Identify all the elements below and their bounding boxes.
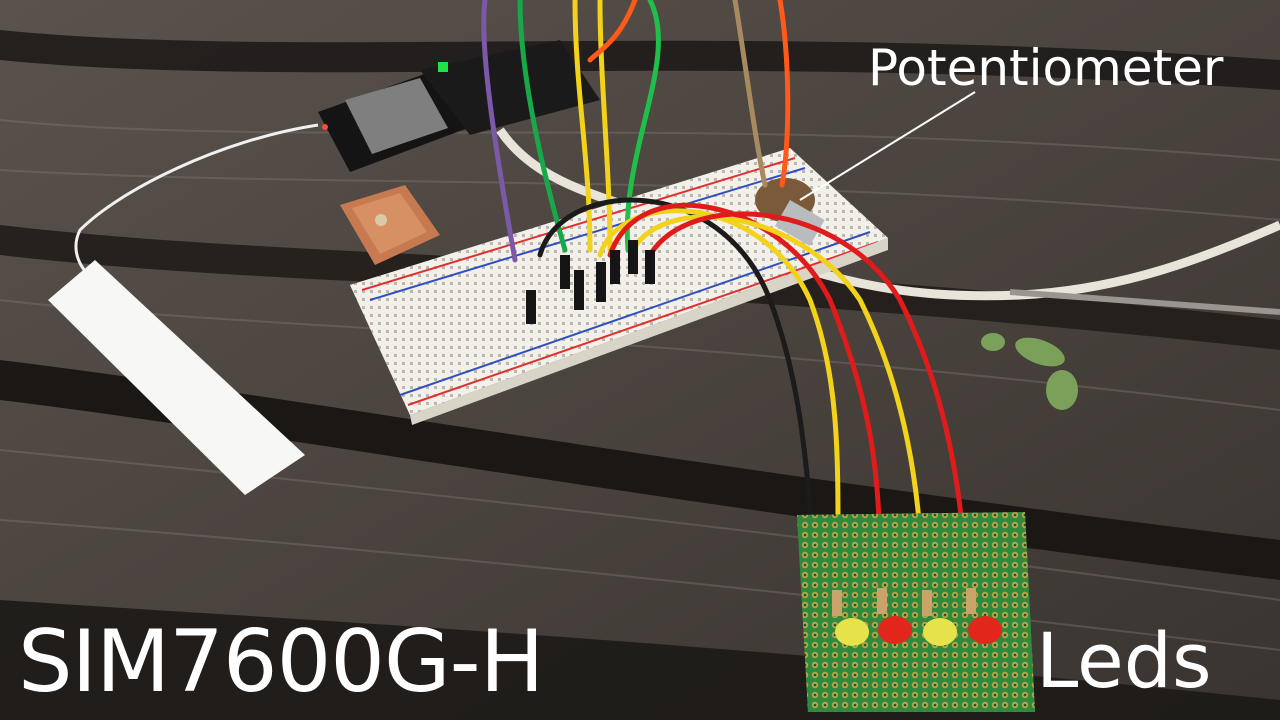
resistors <box>832 588 976 616</box>
jumper-wires <box>481 0 968 568</box>
antenna-cable <box>74 123 319 282</box>
sim7600-module <box>318 40 600 172</box>
leaves <box>981 333 1078 410</box>
led-red-2 <box>968 616 1002 644</box>
module-label: SIM7600G-H <box>18 612 544 712</box>
metal-probe <box>1009 289 1280 315</box>
wire-headers <box>526 240 655 324</box>
led-protoboard <box>797 512 1035 712</box>
led-yellow-1 <box>835 618 869 646</box>
leds <box>835 616 1002 646</box>
leds-label: Leds <box>1036 616 1212 705</box>
usb-cable <box>496 127 1280 301</box>
gps-antenna <box>340 185 440 265</box>
led-red-1 <box>878 616 912 644</box>
potentiometer-label: Potentiometer <box>868 39 1224 97</box>
plank-gap <box>0 30 1280 90</box>
lte-antenna <box>48 260 305 495</box>
led-yellow-2 <box>923 618 957 646</box>
